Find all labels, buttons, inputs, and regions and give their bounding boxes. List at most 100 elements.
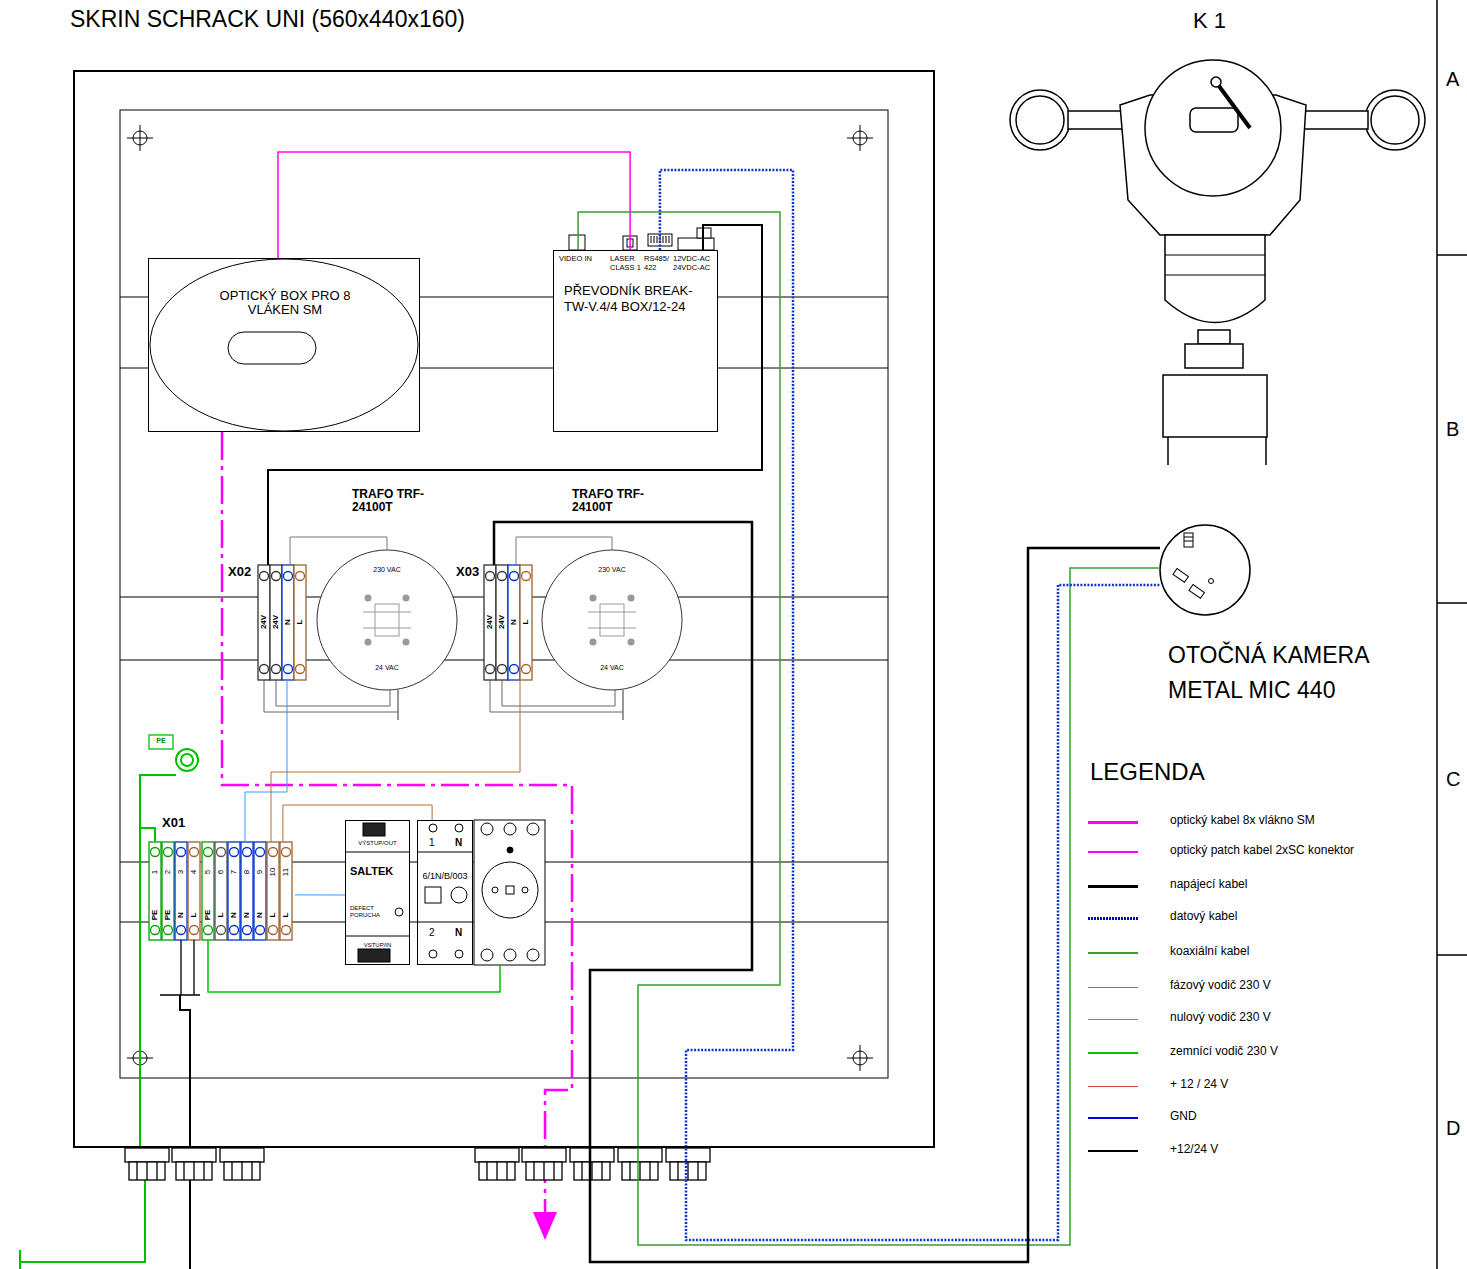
terminal-block [177,848,186,857]
supply-cable [160,940,200,1269]
legend-swatch [1088,821,1138,824]
socket-module [522,887,528,893]
cable-gland [622,1162,658,1180]
cable-gland [172,1148,216,1162]
terminal-block [270,565,282,680]
drawing-frame [1437,954,1467,956]
terminal-block [164,848,173,857]
transformer-drawing [590,595,597,602]
legend-text: + 12 / 24 V [1170,1078,1228,1092]
terminal-block [162,842,174,940]
cable-gland [220,1148,264,1162]
optical-cable [222,432,572,1212]
transformer-drawing [365,595,372,602]
cable-gland [630,1162,650,1180]
mounting-plate [120,110,888,1078]
socket-module [507,847,513,853]
optical-cable [533,1212,557,1240]
cable-gland [618,1148,662,1162]
terminal-block [296,665,305,674]
enclosure-box: SKRIN SCHRACK UNI (560x440x160)OPTICKÝ B… [73,70,935,1148]
mounting-hole [847,125,873,151]
camera-drawing [1216,82,1250,128]
cable-gland [526,1162,562,1180]
transformer-drawing [628,595,635,602]
terminal-block [496,565,508,680]
terminal-number: 2 [164,870,172,874]
socket-module [527,823,539,835]
cable-gland [129,1162,165,1180]
camera-title: OTOČNÁ KAMERA METAL MIC 440 [1168,638,1408,708]
pole-label: N [455,927,462,939]
terminal-label: N [510,619,518,625]
transformer-drawing [590,639,597,646]
camera-drawing [1068,111,1124,129]
surge-protector-body [358,949,390,962]
terminal-label: L [269,913,277,918]
cable-gland [487,1162,507,1180]
camera-drawing [1302,111,1368,129]
optical-box: OPTICKÝ BOX PRO 8 VLÁKEN SM [148,258,420,432]
terminal-label: 24V [486,615,494,629]
voltage-label: 230 VAC [582,566,642,574]
terminal-block [241,842,253,940]
terminal-block [284,665,293,674]
cable-gland [534,1162,554,1180]
module-label: DEFECT PORUCHA [350,905,388,919]
terminal-block [230,848,239,857]
terminal-label: L [282,913,290,918]
cable-gland [670,1162,706,1180]
mounting-hole [127,125,873,1071]
camera-drawing [1010,90,1070,150]
drawing-frame [1436,0,1438,1269]
voltage-label: 24 VAC [582,664,642,672]
legend-text: GND [1170,1110,1197,1124]
terminal-block-name: X03 [456,565,479,580]
terminal-label: PE [164,910,172,921]
terminal-block [508,565,520,680]
transformer-drawing [623,690,624,720]
cable-gland [666,1148,710,1162]
socket-module [504,949,516,961]
surge-protector-body [395,908,403,916]
transformer-drawing [403,595,410,602]
circuit-breaker-body [425,887,441,903]
converter-body [569,235,585,250]
terminal-block [202,842,214,940]
terminal-block [217,926,226,935]
camera-connector-view [1209,579,1214,584]
cable-gland [224,1162,260,1180]
surge-protector-body [363,823,385,836]
terminal-label: L [217,913,225,918]
converter-body [678,238,714,250]
cable-gland [475,1148,519,1162]
legend-text: nulový vodič 230 V [1170,1011,1271,1025]
terminal-number: 3 [177,870,185,874]
terminal-block: X0324V24VNL [484,565,534,680]
grid-reference: D [1446,1117,1460,1140]
terminal-label: 24V [272,615,280,629]
voltage-label: 230 VAC [357,566,417,574]
cable-gland [176,1162,212,1180]
box-label: PŘEVODNÍK BREAK-TW-V.4/4 BOX/12-24 [564,283,709,315]
port-label: RS485/ 422 [644,255,672,272]
socket-module [474,820,545,965]
terminal-block [520,565,532,680]
cable-gland [184,1162,204,1180]
legend-swatch [1088,917,1138,920]
transformer-wires [502,680,615,706]
cable-gland [137,1162,157,1180]
terminal-block [215,842,227,940]
voltage-label: 24 VAC [357,664,417,672]
legend-swatch [1088,952,1138,954]
terminal-label: L [296,620,304,625]
terminal-label: N [284,619,292,625]
terminal-block [217,848,226,857]
camera-drawing [1365,90,1425,150]
terminal-block [269,926,278,935]
terminal-block [272,665,281,674]
terminal-label: L [522,620,530,625]
optical-box-body [148,258,420,432]
